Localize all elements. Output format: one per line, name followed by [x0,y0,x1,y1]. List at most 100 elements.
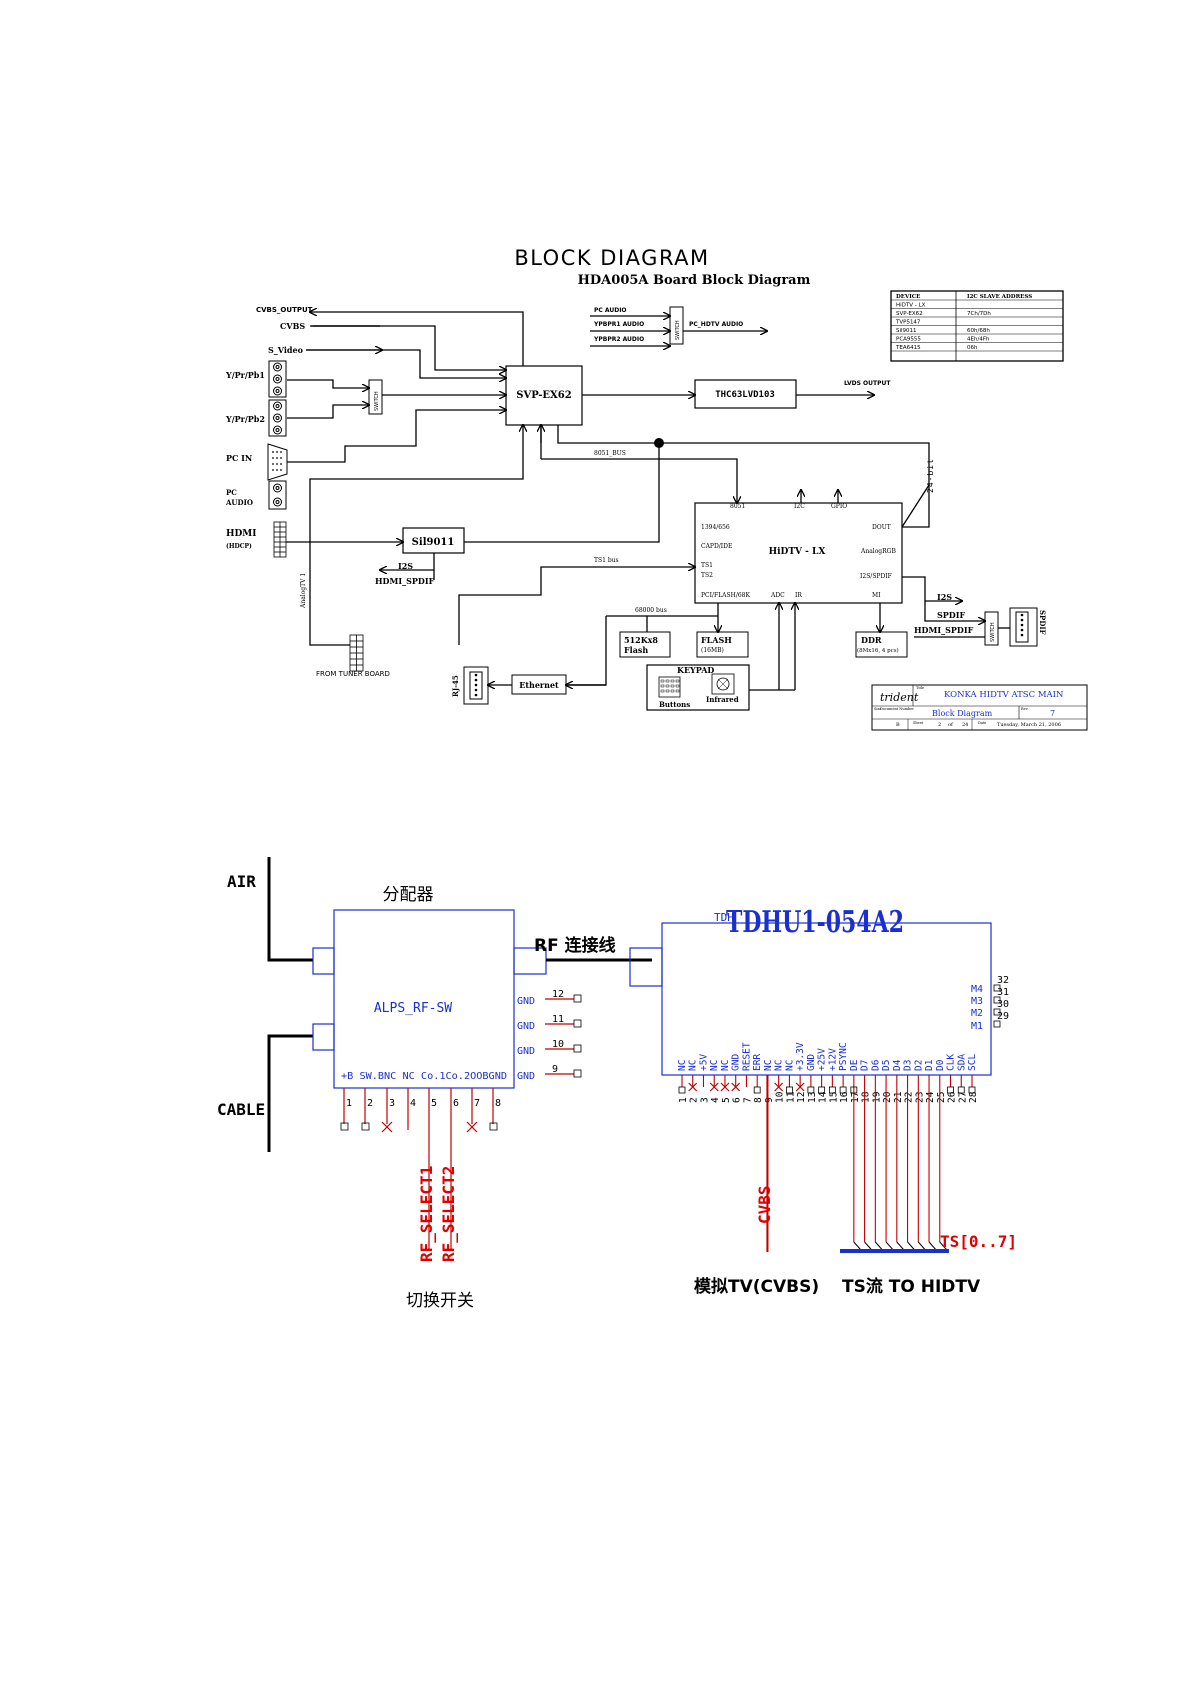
pc-audio-label-2: AUDIO [225,498,253,507]
tuner-bottom-pin-label: D0 [935,1059,946,1071]
tuner-right-number: 30 [997,999,1009,1010]
block-diagram-subtitle: HDA005A Board Block Diagram [578,273,811,288]
tuner-nc-marker [774,1082,784,1092]
gnd-label: GND [517,996,535,1007]
splitter-pin-number: 7 [474,1098,480,1109]
tuner-bottom-pin-number: 19 [871,1091,882,1103]
from-tuner-label: FROM TUNER BOARD [316,670,390,678]
pc-audio-connector [268,480,287,510]
tuner-bottom-pin-label: GND [806,1054,817,1071]
tuner-bottom-pin-label: NC [763,1060,774,1071]
splitter-block [333,909,515,1089]
vga-connector [267,443,288,481]
tuner-bottom-pin-number: 20 [882,1091,893,1103]
splitter-port-air [312,947,335,975]
bit24-label: 24-bit [926,458,935,493]
tuner-part-label: TDHU1-054A2 [726,905,904,940]
tuner-bottom-pin-number: 24 [925,1091,936,1103]
hidtv-pin-ts2: TS2 [701,572,713,579]
tuner-bottom-pin-number: 14 [818,1091,829,1103]
tuner-pin-terminal [957,1086,965,1094]
tuner-ref-label: TDH [714,911,734,924]
title-block-doc: Block Diagram [932,709,993,718]
i2c-table-cell: 06h [967,345,978,351]
title-block-of: of [948,722,954,728]
rf-select1-label: RF_SELECT1 [417,1166,436,1262]
block-diagram: BLOCK DIAGRAM HDA005A Board Block Diagra… [225,246,1088,731]
tuner-bottom-pin-label: NC [720,1060,731,1071]
i2c-address-table: DEVICE I2C SLAVE ADDRESS HiDTV - LX SVP-… [890,290,1064,362]
i2c-table-cell: 7Ch/7Dh [967,311,991,317]
title-block-size-label: Size [874,707,881,711]
hdmi-spdif-right-label: HDMI_SPDIF [914,625,974,635]
tuner-pin-terminal [818,1086,826,1094]
tuner-nc-marker [795,1082,805,1092]
ypr1-label: Y/Pr/Pb1 [225,370,265,380]
title-block: trident Title KONKA HIDTV ATSC MAIN Size… [871,684,1088,731]
tuner-bottom-pin-number: 27 [957,1092,968,1103]
splitter-pin-number: 8 [495,1098,501,1109]
tuner-diagram: AIR CABLE 分配器 ALPS_RF-SW +B SW.BNC NC Co… [217,857,1017,1311]
tuner-pin-terminal [753,1086,761,1094]
ethernet-label: Ethernet [519,680,559,690]
output-switch-label: SWITCH [990,622,996,642]
tuner-bottom-pins: NC1NC2+5V3NC4NC5GND6RESET7ERR8NC9NC10NC1… [677,1042,979,1252]
tuner-pin-terminal [786,1086,793,1094]
gnd-number: 11 [552,1014,564,1025]
tuner-pin-terminal [947,1086,954,1094]
i2c-table-row: TVP5147 [895,320,921,326]
i2c-table-row: SVP-EX62 [896,311,923,317]
tuner-bottom-pin-label: +25V [817,1048,828,1071]
input-switch-label: SWITCH [374,391,380,411]
analog-caption: 模拟TV(CVBS) [694,1276,819,1297]
hidtv-pin-analogrgb: AnalogRGB [860,548,896,555]
lvds-output-label: LVDS OUTPUT [844,380,891,387]
tuner-block [661,922,992,1076]
pc-audio-label-1: PC [226,488,237,497]
i2c-table-header-device: DEVICE [896,294,920,300]
tuner-bottom-pin-number: 12 [796,1092,807,1103]
flash-size-label: (16MB) [701,647,724,654]
splitter-title: 分配器 [383,885,434,905]
rf-select2-label: RF_SELECT2 [439,1166,458,1262]
tuner-nc-marker [731,1082,741,1092]
cable-label: CABLE [217,1100,265,1119]
hidtv-pin-adc: ADC [770,592,785,599]
tuner-bottom-pin-number: 5 [721,1097,732,1103]
buttons-icon [658,676,681,698]
tuner-bottom-pin-number: 11 [785,1091,796,1103]
flash-block [696,631,749,658]
tuner-pin-terminal [828,1086,836,1094]
tuner-bottom-pin-label: D5 [881,1060,892,1071]
tuner-nc-marker [688,1082,698,1092]
tuner-bottom-pin-number: 3 [699,1097,710,1103]
tuner-right-pin: M1 [971,1021,983,1032]
hidtv-pin-1394: 1394/656 [701,524,730,531]
i2c-table-cell: 4Eh/4Fh [967,337,990,343]
tuner-nc-marker [720,1082,730,1092]
hidtv-lx-label: HiDTV - LX [769,547,826,557]
splitter-pins-label: +B SW.BNC NC Co.1Co.2OOBGND [341,1071,507,1082]
tuner-bottom-pin-label: DE [849,1059,860,1071]
tuner-pin-terminal [678,1086,686,1094]
ypr2-label: Y/Pr/Pb2 [225,414,265,424]
hidtv-pin-i2sspdif: I2S/SPDIF [860,573,892,580]
tuner-bottom-pin-number: 4 [710,1097,721,1103]
hidtv-pin-mi: MI [872,592,881,599]
i2c-table-row: Sil9011 [896,328,917,334]
ts-bus-label: TS[0..7] [940,1232,1017,1251]
tuner-bottom-pin-label: NC [677,1060,688,1071]
tuner-right-number: 29 [997,1011,1009,1022]
block-wires [286,312,1010,691]
rf-link-label: RF 连接线 [534,935,616,956]
hidtv-pin-i2c: I2C [794,503,805,510]
tuner-bottom-pin-number: 13 [807,1092,818,1103]
ypbpr1-audio-label: YPBPR1 AUDIO [593,321,644,328]
tuner-pin-terminal [968,1086,976,1094]
ts1-bus-label: TS1 bus [594,557,619,564]
splitter-gnd-pins: GND GND GND GND 12 11 10 9 [517,989,582,1082]
gnd-number: 9 [552,1064,558,1075]
tuner-bottom-pin-number: 6 [732,1097,743,1103]
bus-junction-dot [654,438,664,448]
tuner-bottom-pin-label: NC [784,1060,795,1071]
